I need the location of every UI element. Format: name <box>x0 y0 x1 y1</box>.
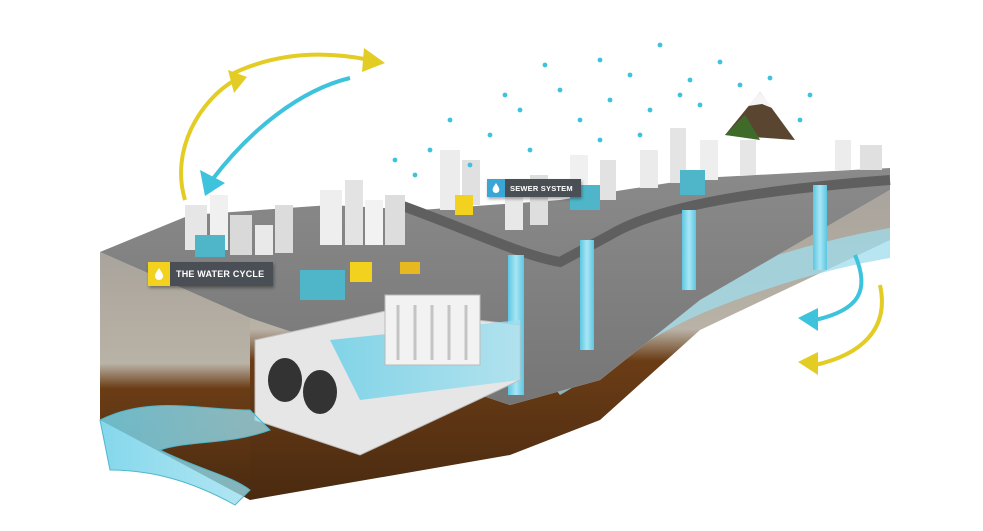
water-cycle-label: THE WATER CYCLE <box>170 262 274 286</box>
cycle-arrow-icon <box>229 52 371 77</box>
sewer-system-callout: SEWER SYSTEM <box>487 179 581 197</box>
cycle-arrow-icon <box>210 76 351 182</box>
rain-drops <box>392 42 813 178</box>
cycle-arrow-icon <box>179 78 236 201</box>
water-drop-icon <box>492 183 500 193</box>
sewer-system <box>99 185 827 506</box>
outflow-water <box>99 405 271 506</box>
cycle-arrows <box>179 48 884 375</box>
water-cycle-badge <box>148 262 170 286</box>
cycle-arrow-icon <box>814 284 884 367</box>
sewer-system-badge <box>487 179 505 197</box>
water-drop-icon <box>155 268 163 280</box>
mountain <box>725 92 795 140</box>
sewer-system-label: SEWER SYSTEM <box>505 179 581 197</box>
cycle-arrow-icon <box>814 254 864 322</box>
water-cycle-callout: THE WATER CYCLE <box>148 262 274 286</box>
city-buildings <box>185 128 882 300</box>
road <box>398 175 891 268</box>
